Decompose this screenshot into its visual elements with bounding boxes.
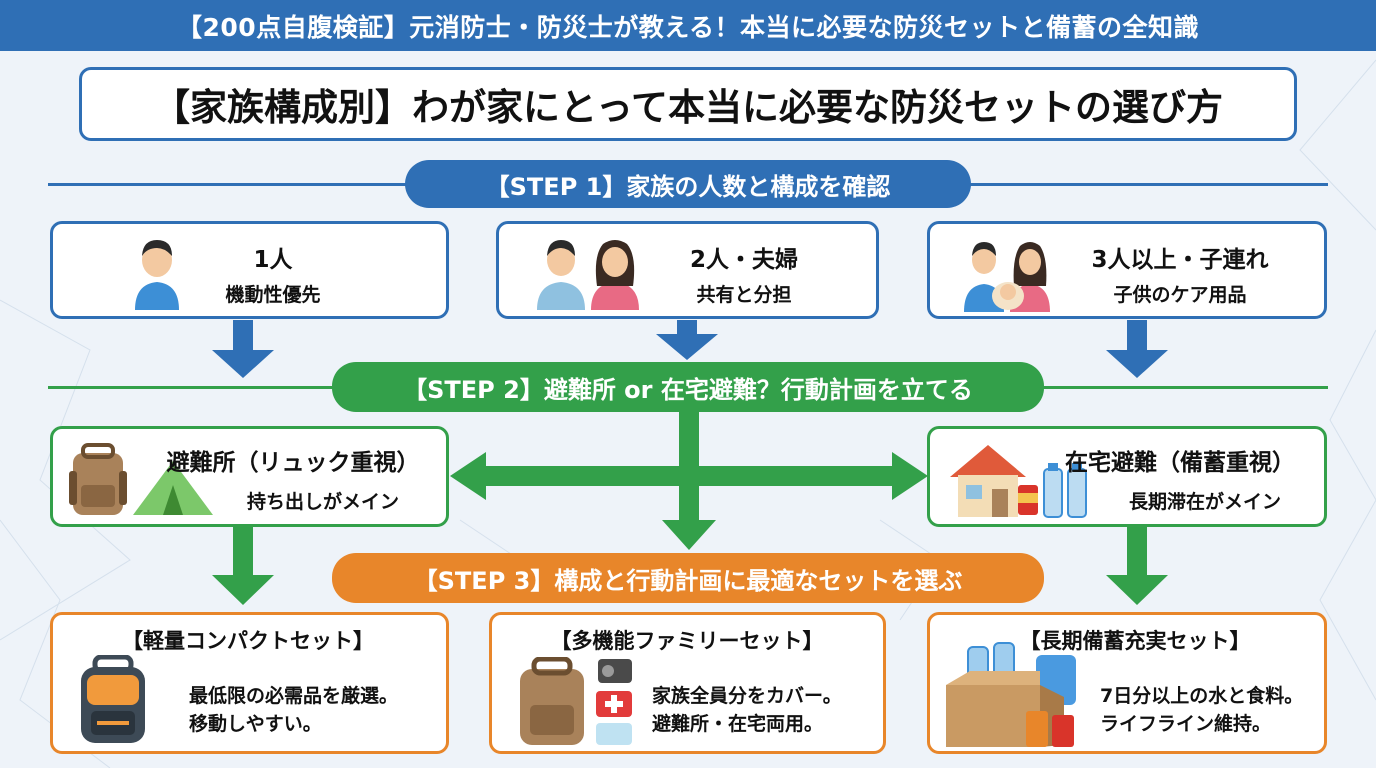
compact-backpack-icon (81, 655, 145, 743)
backpack-tent-icon (69, 443, 213, 515)
card-storage-line2: ライフライン維持。 (1100, 713, 1272, 735)
branch-arrows-green (450, 412, 928, 550)
card-light-title: 【軽量コンパクトセット】 (122, 629, 374, 653)
card-single-title: 1人 (253, 247, 293, 273)
card-couple: 2人・夫婦 共有と分担 (496, 221, 879, 319)
card-home-title: 在宅避難（備蓄重視） (1065, 450, 1295, 476)
card-home-sub: 長期滞在がメイン (1128, 491, 1281, 513)
card-couple-title: 2人・夫婦 (689, 247, 798, 273)
card-storage-set: 【長期備蓄充実セット】 7日分以上の水と食料。 ライフライン維持。 (927, 612, 1327, 754)
page-title: 【家族構成別】わが家にとって本当に必要な防災セットの選び方 (152, 86, 1224, 129)
arrow-down-green-left (212, 527, 274, 605)
arrow-down-blue-left (212, 320, 274, 378)
family-icon (964, 242, 1050, 312)
house-supplies-icon (950, 445, 1087, 518)
arrow-down-blue-right (1106, 320, 1168, 378)
card-family-set: 【多機能ファミリーセット】 家族全員分をカバー。 避難所・在宅両用。 (489, 612, 886, 754)
card-storage-title: 【長期備蓄充実セット】 (1019, 629, 1251, 653)
card-home: 在宅避難（備蓄重視） 長期滞在がメイン (927, 426, 1327, 527)
card-single: 1人 機動性優先 (50, 221, 449, 319)
card-single-sub: 機動性優先 (225, 284, 321, 306)
card-family-set-line1: 家族全員分をカバー。 (652, 685, 842, 707)
arrow-down-blue-center (656, 320, 718, 360)
header-text: 【200点自腹検証】元消防士・防災士が教える！本当に必要な防災セットと備蓄の全知… (177, 12, 1199, 42)
card-storage-line1: 7日分以上の水と食料。 (1100, 685, 1304, 707)
card-shelter: 避難所（リュック重視） 持ち出しがメイン (50, 426, 449, 527)
arrow-down-green-right (1106, 527, 1168, 605)
multi-function-kit-icon (520, 657, 632, 745)
step3-label: 【STEP 3】構成と行動計画に最適なセットを選ぶ (332, 553, 1044, 603)
page-title-box: 【家族構成別】わが家にとって本当に必要な防災セットの選び方 (79, 67, 1297, 141)
header-banner: 【200点自腹検証】元消防士・防災士が教える！本当に必要な防災セットと備蓄の全知… (0, 0, 1376, 51)
person-icon (135, 240, 179, 310)
step2-text: 【STEP 2】避難所 or 在宅避難？行動計画を立てる (403, 375, 973, 404)
couple-icon (537, 240, 639, 310)
card-light-set: 【軽量コンパクトセット】 最低限の必需品を厳選。 移動しやすい。 (50, 612, 449, 754)
card-family-set-line2: 避難所・在宅両用。 (652, 713, 824, 735)
step2-label: 【STEP 2】避難所 or 在宅避難？行動計画を立てる (332, 362, 1044, 412)
card-shelter-title: 避難所（リュック重視） (166, 450, 420, 476)
step1-text: 【STEP 1】家族の人数と構成を確認 (485, 172, 891, 201)
card-couple-sub: 共有と分担 (696, 284, 792, 306)
card-light-line2: 移動しやすい。 (189, 713, 322, 735)
card-light-line1: 最低限の必需品を厳選。 (189, 685, 399, 707)
card-family: 3人以上・子連れ 子供のケア用品 (927, 221, 1327, 319)
step3-text: 【STEP 3】構成と行動計画に最適なセットを選ぶ (413, 566, 963, 595)
step1-label: 【STEP 1】家族の人数と構成を確認 (405, 160, 971, 208)
card-family-title: 3人以上・子連れ (1091, 247, 1269, 273)
card-shelter-sub: 持ち出しがメイン (246, 491, 399, 513)
water-food-box-icon (946, 642, 1076, 747)
card-family-sub: 子供のケア用品 (1113, 284, 1247, 306)
card-family-set-title: 【多機能ファミリーセット】 (550, 629, 824, 653)
